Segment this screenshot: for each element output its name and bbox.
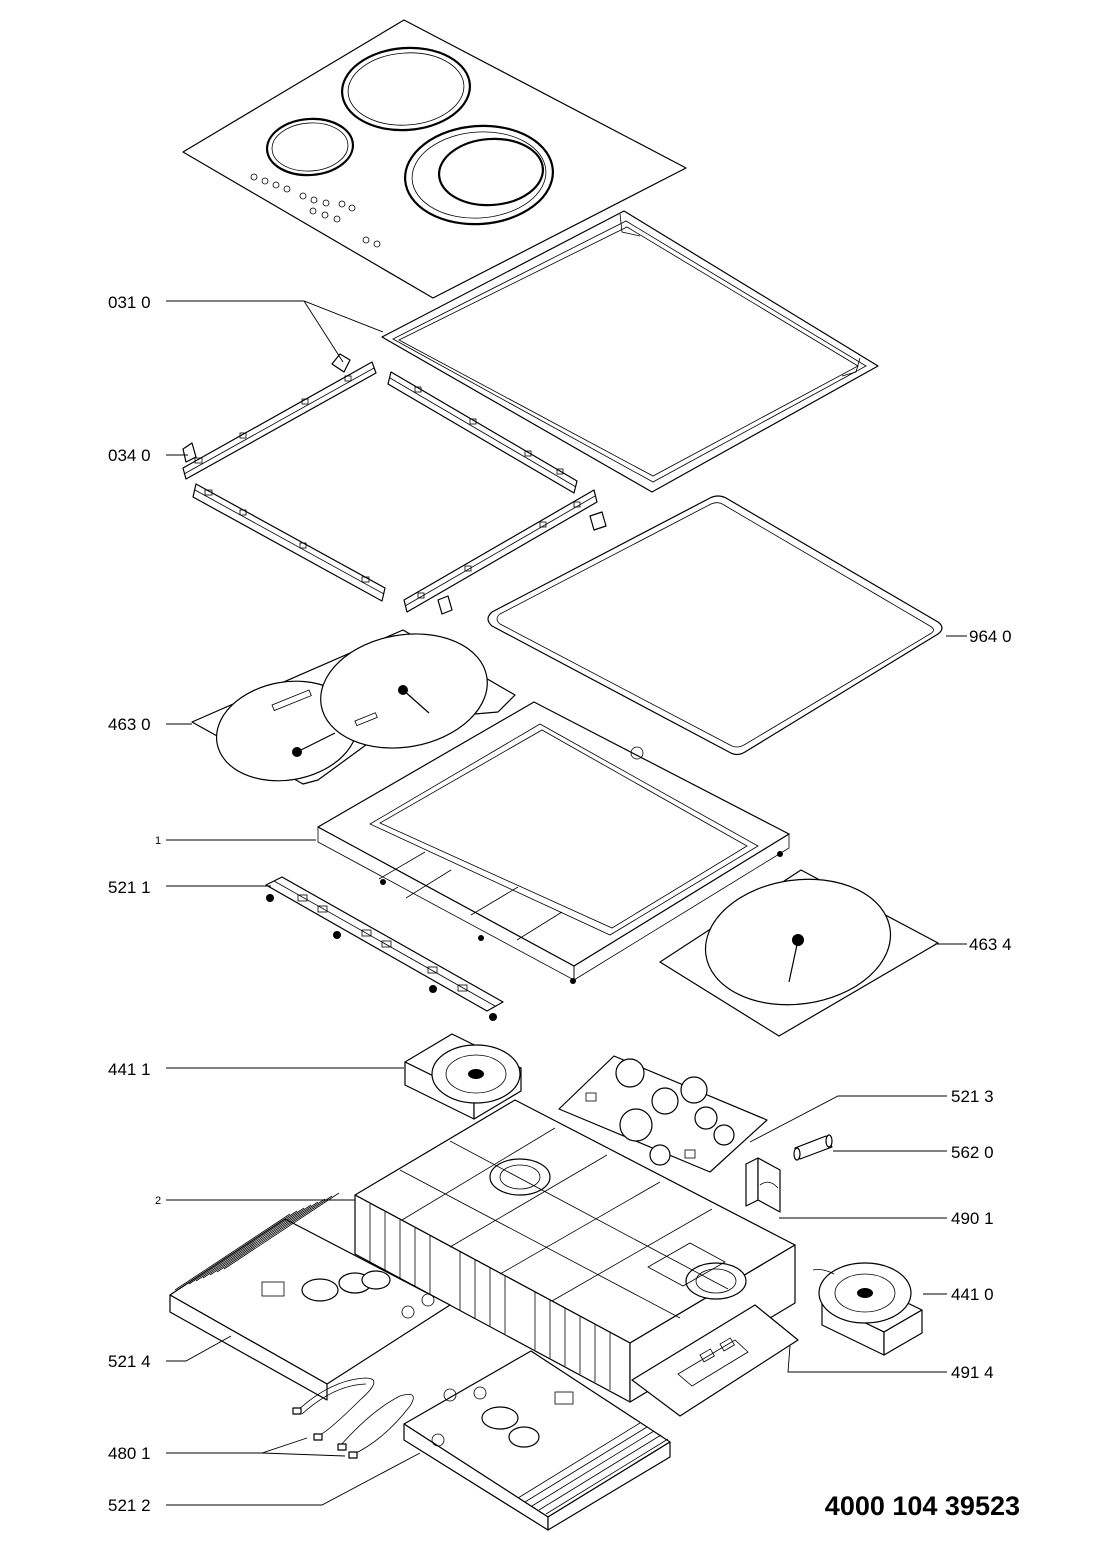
side-bracket-lower-left[interactable] — [192, 483, 386, 602]
inverter-board-left[interactable] — [169, 1192, 451, 1401]
housing-ribs — [369, 1204, 611, 1390]
power-board[interactable] — [558, 1055, 768, 1173]
callout-463-4: 463 4 — [969, 935, 1012, 954]
leader-lines — [166, 300, 967, 1506]
callout-1: 1 — [155, 835, 161, 847]
callout-964-0: 964 0 — [969, 627, 1012, 646]
inverter-board-right[interactable] — [403, 1350, 671, 1531]
callout-521-2: 521 2 — [108, 1496, 151, 1515]
glass-ceramic-top[interactable] — [182, 19, 687, 299]
callout-521-3: 521 3 — [951, 1087, 994, 1106]
callout-480-1: 480 1 — [108, 1444, 151, 1463]
cable-clip[interactable] — [745, 1157, 781, 1213]
side-bracket-upper-right[interactable] — [387, 371, 578, 494]
document-code: 4000 104 39523 — [825, 1491, 1020, 1521]
hob-frame[interactable] — [381, 210, 879, 493]
wire-harness[interactable] — [292, 1377, 414, 1459]
callout-521-1: 521 1 — [108, 878, 151, 897]
callout-463-0: 463 0 — [108, 715, 151, 734]
callout-031-0: 031 0 — [108, 293, 151, 312]
callout-562-0: 562 0 — [951, 1143, 994, 1162]
coil-plate-right[interactable] — [659, 868, 939, 1037]
gasket[interactable] — [487, 495, 943, 756]
callout-491-4: 491 4 — [951, 1363, 994, 1382]
control-module-bracket[interactable] — [265, 876, 504, 1021]
callout-441-1: 441 1 — [108, 1060, 151, 1079]
fuse[interactable] — [793, 1134, 833, 1161]
callout-034-0: 034 0 — [108, 446, 151, 465]
heatsink-fins-left — [174, 1192, 340, 1291]
chassis-frame[interactable] — [317, 701, 790, 984]
callout-490-1: 490 1 — [951, 1209, 994, 1228]
fan-unit-lower[interactable] — [812, 1262, 923, 1356]
callout-2: 2 — [155, 1195, 161, 1207]
cover-plate[interactable] — [631, 1304, 799, 1417]
coil-plate-left[interactable] — [191, 621, 516, 791]
side-bracket-upper-left[interactable] — [182, 353, 377, 480]
fan-unit-upper[interactable] — [404, 1033, 522, 1120]
touch-control-marks — [250, 173, 381, 248]
heatsink-fins-right — [517, 1422, 669, 1515]
callout-521-4: 521 4 — [108, 1352, 151, 1371]
side-bracket-lower-right[interactable] — [403, 489, 607, 615]
callout-441-0: 441 0 — [951, 1285, 994, 1304]
